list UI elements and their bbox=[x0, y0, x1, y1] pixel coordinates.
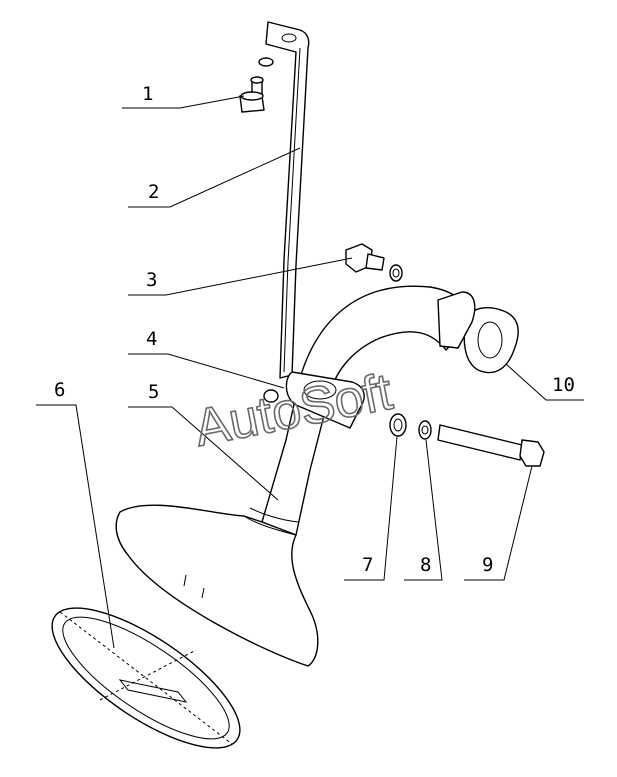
callout-numbers: 1 2 3 4 5 6 7 8 9 10 bbox=[54, 83, 575, 576]
callout-3: 3 bbox=[146, 269, 157, 291]
callout-9: 9 bbox=[482, 554, 493, 576]
leader-4 bbox=[128, 353, 285, 389]
leader-lines bbox=[36, 95, 584, 649]
leader-1 bbox=[122, 95, 245, 109]
leader-9 bbox=[464, 465, 533, 581]
part-9-long-bolt bbox=[437, 424, 545, 467]
callout-8: 8 bbox=[420, 554, 431, 576]
callout-1: 1 bbox=[142, 83, 153, 105]
leader-5 bbox=[128, 406, 279, 501]
part-3-bolt bbox=[345, 243, 403, 282]
leader-8 bbox=[404, 439, 443, 581]
leader-3 bbox=[128, 257, 353, 296]
callout-6: 6 bbox=[54, 379, 65, 401]
leader-7 bbox=[344, 436, 398, 581]
callout-2: 2 bbox=[148, 181, 159, 203]
leader-10 bbox=[505, 363, 584, 401]
part-10-gasket bbox=[437, 291, 519, 374]
part-2-bracket bbox=[263, 21, 310, 403]
callout-5: 5 bbox=[148, 381, 159, 403]
part-5-pickup-pipe bbox=[115, 285, 473, 667]
leader-2 bbox=[128, 147, 301, 208]
leader-6 bbox=[36, 404, 115, 649]
callout-10: 10 bbox=[552, 374, 575, 396]
part-1-bolt bbox=[239, 57, 274, 113]
part-8-washer bbox=[418, 420, 432, 440]
callout-4: 4 bbox=[146, 328, 157, 350]
part-6-screen-disc bbox=[51, 607, 241, 749]
part-4-flange bbox=[285, 371, 365, 429]
part-7-washer bbox=[389, 413, 407, 437]
callout-7: 7 bbox=[362, 554, 373, 576]
